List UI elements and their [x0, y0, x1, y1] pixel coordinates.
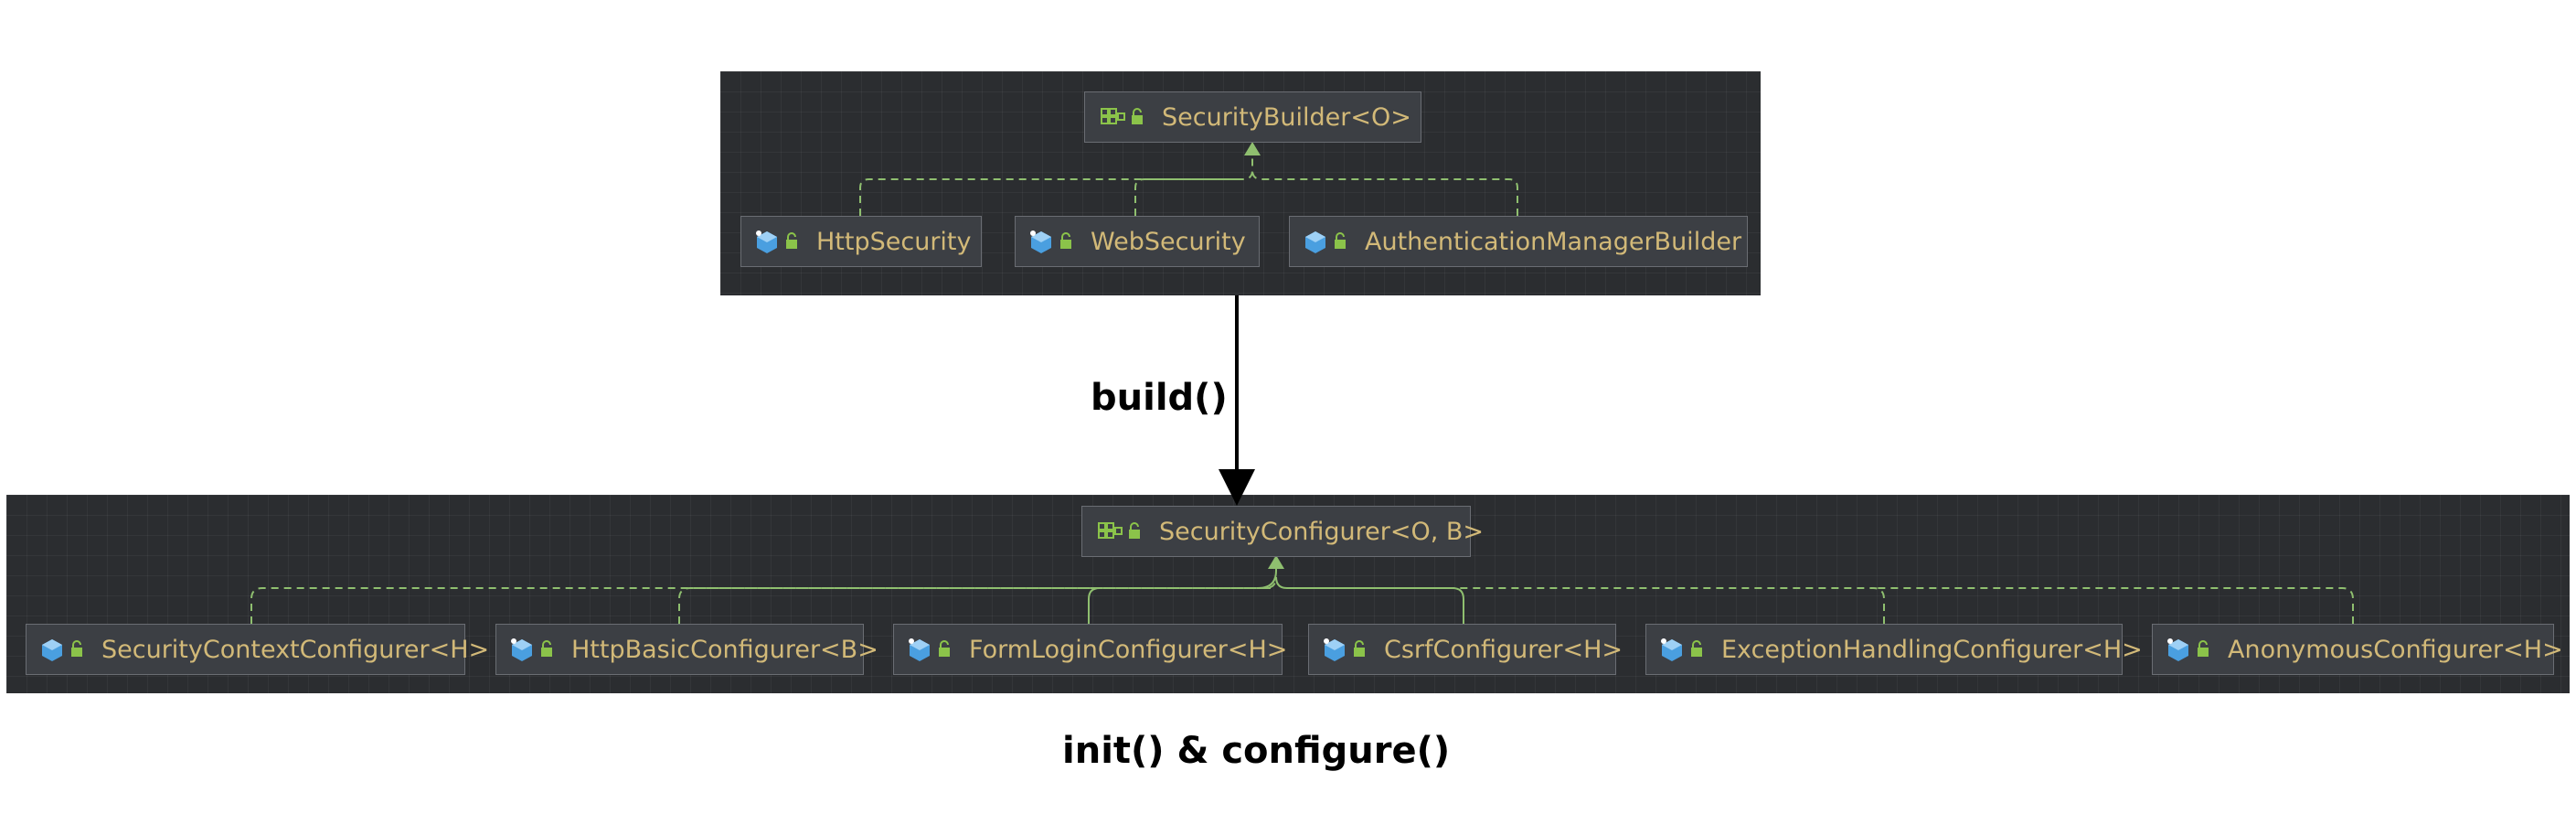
public-access-icon	[1129, 522, 1140, 539]
class-icon	[1661, 638, 1682, 661]
node-icons	[1095, 519, 1143, 543]
security-configurer-node[interactable]: SecurityConfigurer<O, B>	[1081, 506, 1484, 557]
csrf-configurer-node[interactable]: CsrfConfigurer<H>	[1308, 624, 1623, 675]
class-icon	[42, 639, 62, 661]
class-icon	[1324, 638, 1345, 661]
public-access-icon	[71, 640, 82, 657]
build-label: build()	[1091, 377, 1228, 419]
exception-handling-configurer-node[interactable]: ExceptionHandlingConfigurer<H>	[1645, 624, 2143, 675]
node-label: WebSecurity	[1091, 227, 1246, 256]
interface-icon	[1098, 522, 1123, 539]
node-label: ExceptionHandlingConfigurer<H>	[1721, 635, 2143, 664]
public-access-icon	[1132, 108, 1143, 124]
public-access-icon	[541, 640, 552, 657]
node-icons	[1659, 637, 1705, 662]
http-security-node[interactable]: HttpSecurity	[740, 216, 982, 267]
node-label: AnonymousConfigurer<H>	[2228, 635, 2563, 664]
node-icons	[1322, 637, 1368, 662]
class-icon	[909, 638, 930, 661]
public-access-icon	[939, 640, 950, 657]
node-label: SecurityContextConfigurer<H>	[101, 635, 490, 664]
web-security-node[interactable]: WebSecurity	[1015, 216, 1260, 267]
node-icons	[1028, 229, 1074, 254]
node-icons	[509, 637, 555, 662]
authentication-manager-builder-node[interactable]: AuthenticationManagerBuilder	[1289, 216, 1748, 267]
node-label: FormLoginConfigurer<H>	[969, 635, 1288, 664]
node-icons	[39, 637, 85, 662]
class-icon	[1030, 230, 1051, 253]
public-access-icon	[1354, 640, 1365, 657]
node-icons	[2166, 637, 2211, 662]
anonymous-configurer-node[interactable]: AnonymousConfigurer<H>	[2152, 624, 2563, 675]
public-access-icon	[1335, 232, 1346, 249]
node-icons	[1098, 105, 1145, 129]
node-label: HttpBasicConfigurer<B>	[571, 635, 878, 664]
public-access-icon	[2198, 640, 2209, 657]
security-builder-node[interactable]: SecurityBuilder<O>	[1084, 91, 1421, 143]
node-icons	[1303, 229, 1348, 254]
public-access-icon	[786, 232, 797, 249]
http-basic-configurer-node[interactable]: HttpBasicConfigurer<B>	[495, 624, 878, 675]
node-icons	[907, 637, 953, 662]
interface-icon	[1101, 108, 1125, 124]
node-label: HttpSecurity	[816, 227, 972, 256]
form-login-configurer-node[interactable]: FormLoginConfigurer<H>	[893, 624, 1287, 675]
node-label: AuthenticationManagerBuilder	[1365, 227, 1742, 256]
node-icons	[754, 229, 800, 254]
node-label: CsrfConfigurer<H>	[1384, 635, 1623, 664]
init-configure-label: init() & configure()	[1062, 730, 1451, 772]
class-icon	[1305, 231, 1325, 253]
node-label: SecurityBuilder<O>	[1162, 102, 1411, 132]
class-icon	[511, 638, 532, 661]
node-label: SecurityConfigurer<O, B>	[1159, 517, 1485, 546]
security-context-configurer-node[interactable]: SecurityContextConfigurer<H>	[26, 624, 489, 675]
class-icon	[2167, 638, 2188, 661]
class-icon	[756, 230, 777, 253]
public-access-icon	[1060, 232, 1071, 249]
public-access-icon	[1691, 640, 1702, 657]
